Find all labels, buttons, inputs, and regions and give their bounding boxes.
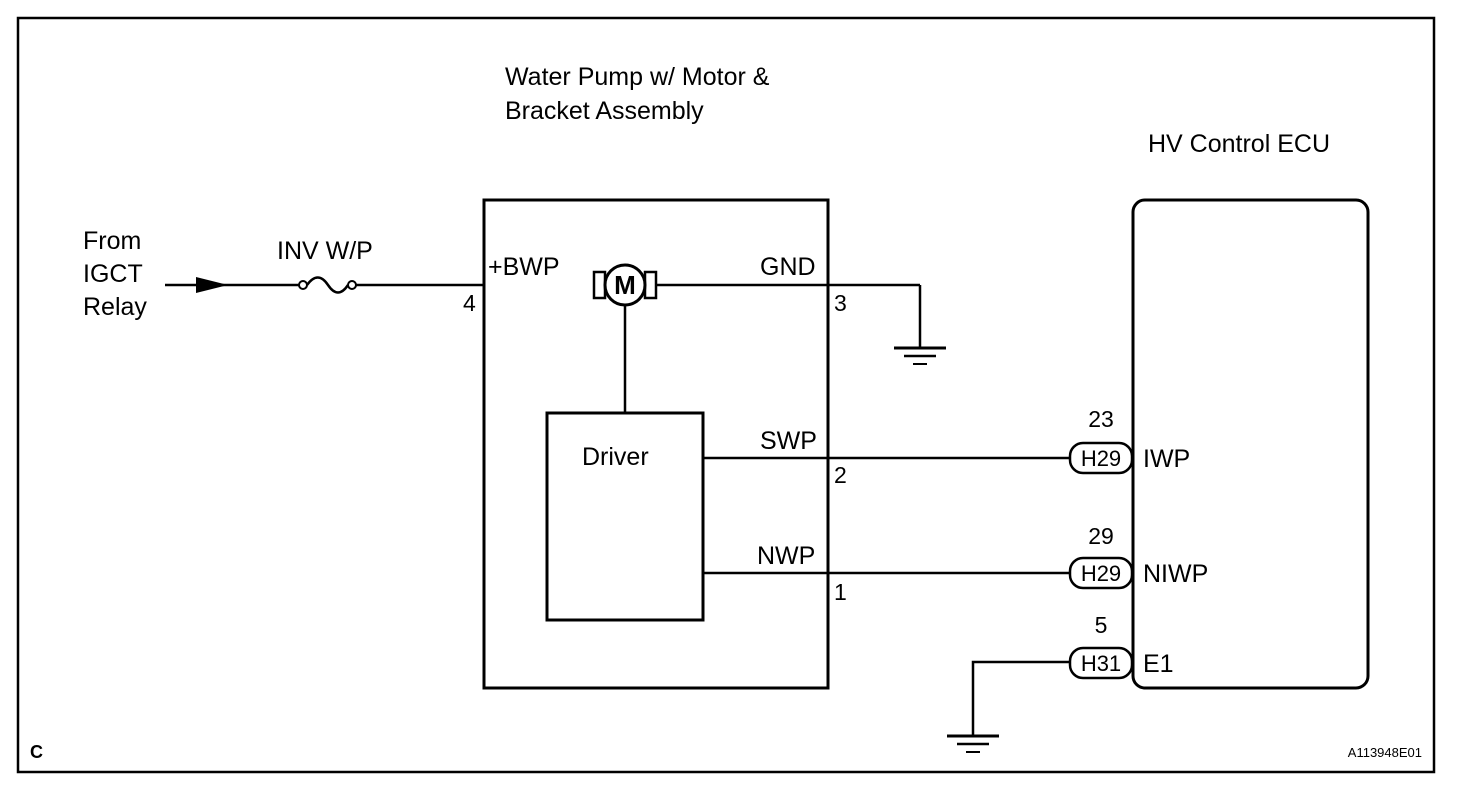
source-label-line2: IGCT [83,260,143,288]
ground-icon-e1 [947,734,999,753]
source-label-line3: Relay [83,293,147,321]
ecu-signal-iwp: IWP [1143,445,1190,473]
figure-code: A113948E01 [1348,745,1422,760]
ecu-box [1131,198,1370,690]
connector-h29-niwp [1068,556,1134,590]
terminal-bwp-pin: 4 [463,290,476,316]
motor-icon [592,263,658,307]
ecu-signal-e1: E1 [1143,650,1174,678]
ecu-pin-e1: 5 [1095,612,1108,638]
pump-title-line2: Bracket Assembly [505,97,704,125]
ecu-pin-niwp: 29 [1088,523,1114,549]
pump-title-line1: Water Pump w/ Motor & [505,63,770,91]
terminal-gnd-pin: 3 [834,290,847,316]
source-label-line1: From [83,227,141,255]
connector-h29-iwp [1068,441,1134,475]
terminal-swp-pin: 2 [834,462,847,488]
driver-label: Driver [582,443,649,471]
ecu-pin-iwp: 23 [1088,406,1114,432]
terminal-swp-label: SWP [760,427,817,455]
connector-h29-iwp-label: H29 [1081,446,1121,471]
corner-letter: C [30,742,43,762]
supply-arrow-icon [196,277,228,293]
fuse-label: INV W/P [277,237,373,265]
terminal-nwp-pin: 1 [834,579,847,605]
diagram-frame [16,16,1436,774]
fuse-icon [298,276,357,294]
ecu-title: HV Control ECU [1148,130,1330,158]
terminal-nwp-label: NWP [757,542,815,570]
e1-ground-wire [971,660,1070,735]
terminal-gnd-label: GND [760,253,816,281]
driver-box [545,411,705,622]
connector-h29-niwp-label: H29 [1081,561,1121,586]
terminal-bwp-label: +BWP [488,253,560,281]
ecu-signal-niwp: NIWP [1143,560,1208,588]
ground-icon [894,346,946,365]
motor-symbol: M [614,270,636,300]
pump-assembly-box [482,198,830,690]
connector-h31-e1-label: H31 [1081,651,1121,676]
